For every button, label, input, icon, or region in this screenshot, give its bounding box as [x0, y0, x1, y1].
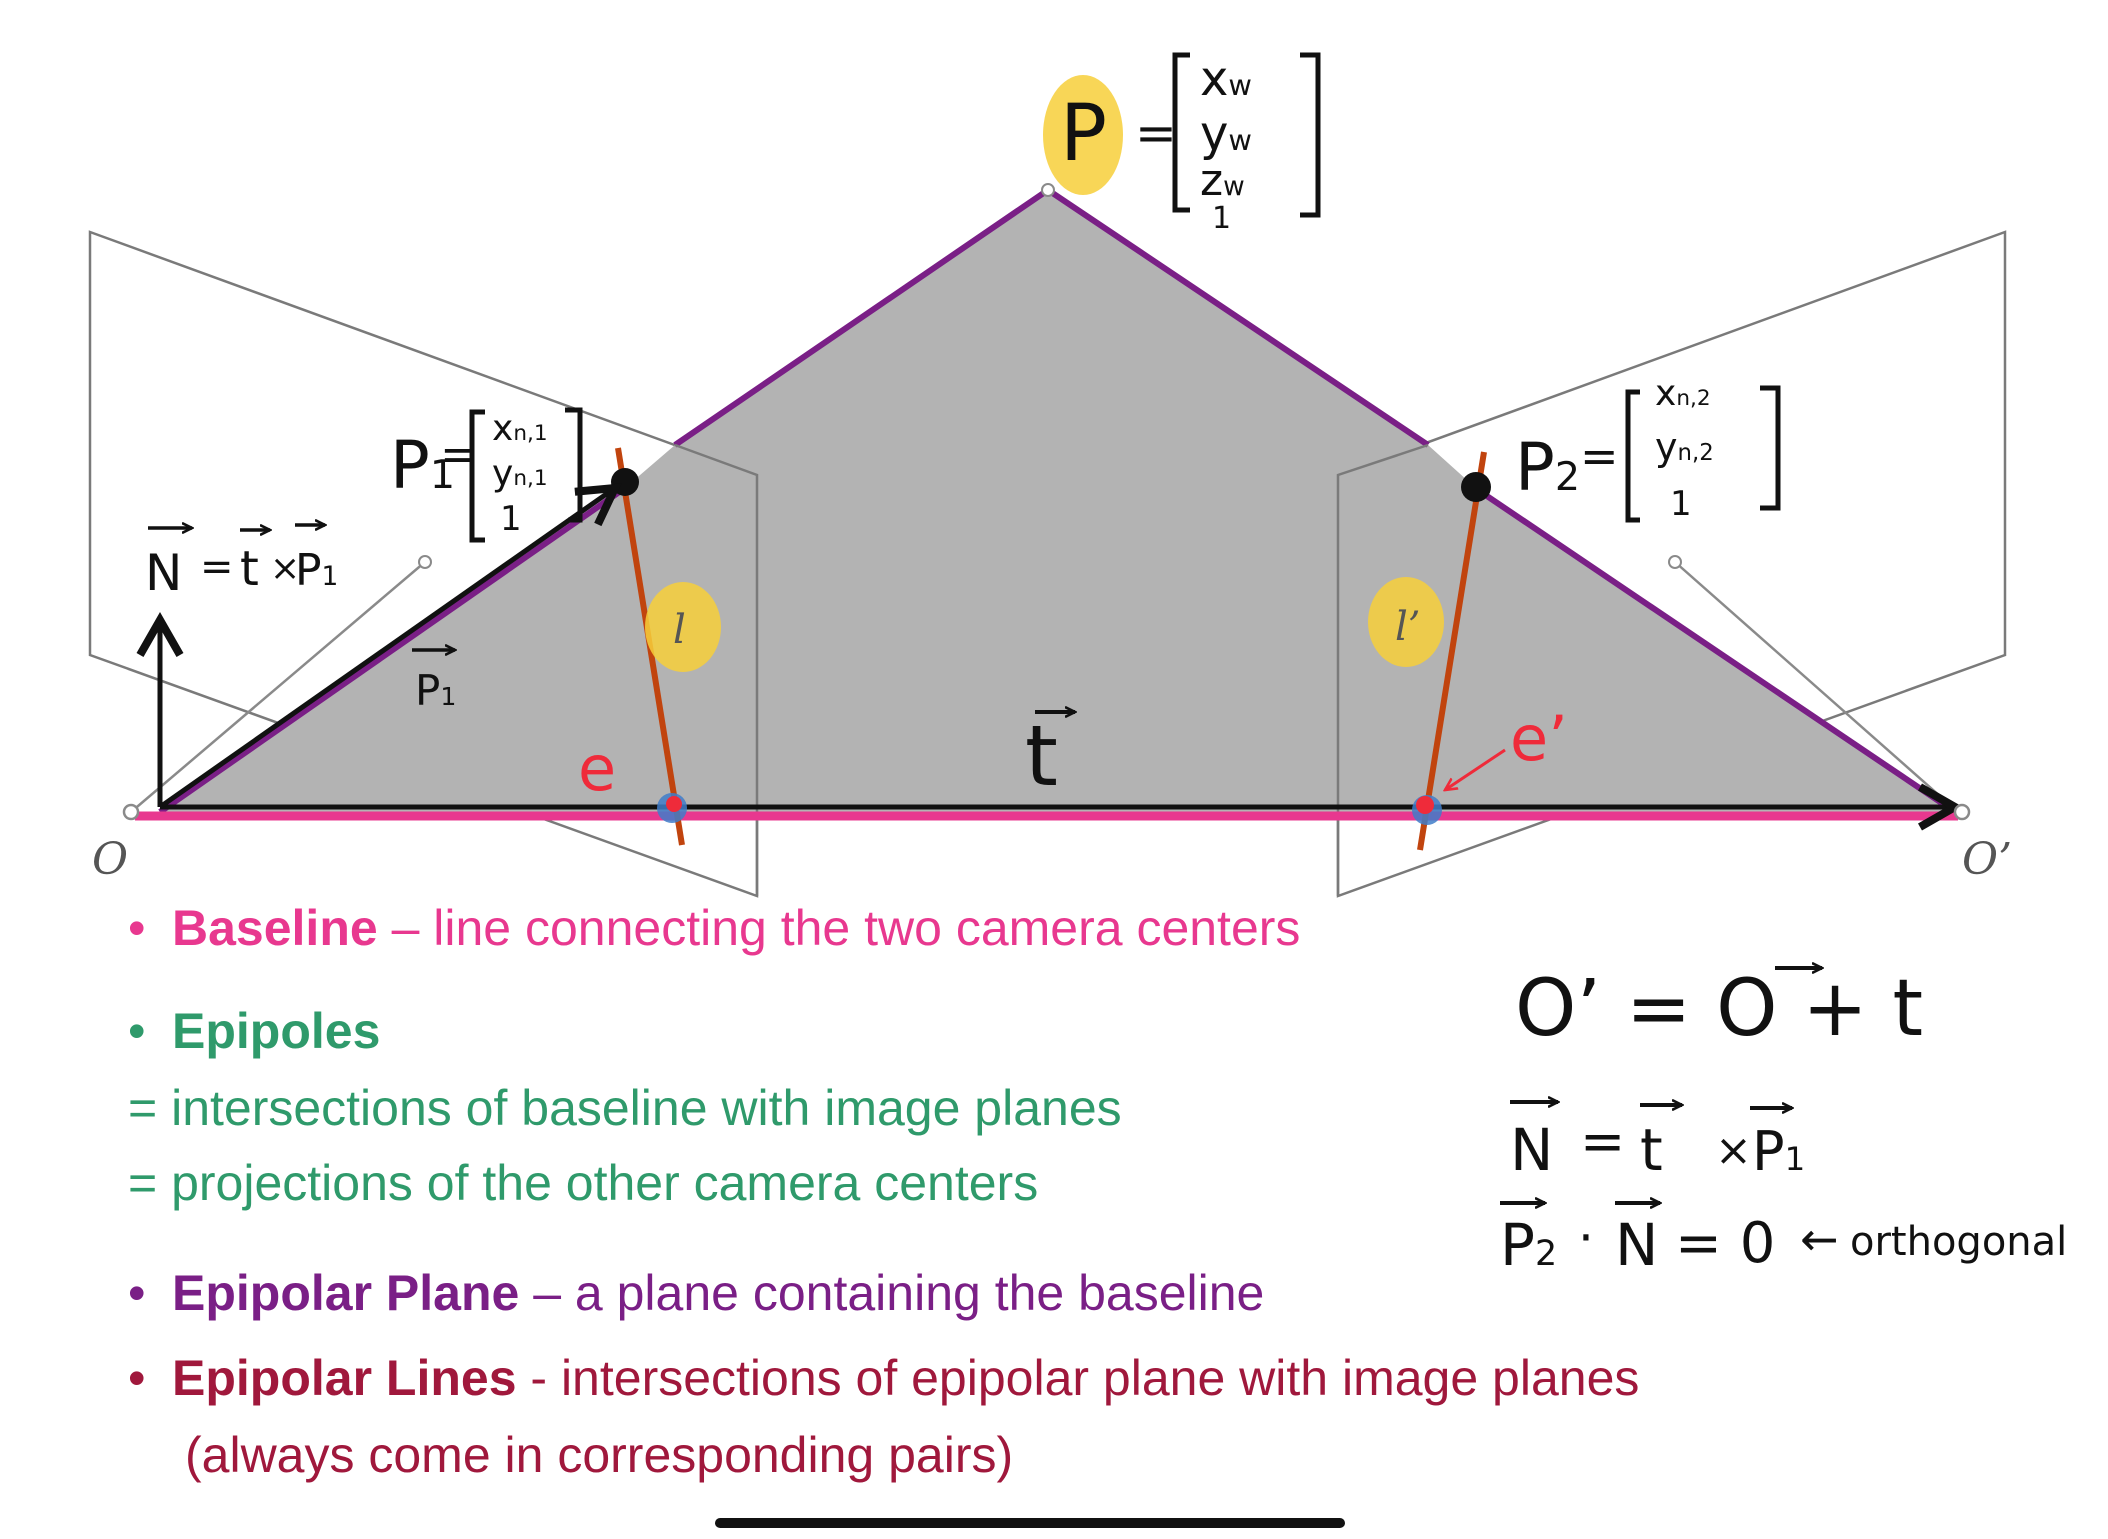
- matrix-P1-y: yn,1: [492, 453, 548, 494]
- matrix-P1-x: xn,1: [492, 408, 548, 449]
- epipole-right: [1416, 796, 1434, 814]
- matrix-P1-left-bracket: [469, 409, 485, 543]
- arrow-e-prime: [1445, 748, 1506, 790]
- svg-text:P1: P1: [415, 666, 456, 715]
- epipolar-line-right: [1417, 451, 1487, 851]
- svg-text:t: t: [1640, 1116, 1663, 1184]
- svg-text:P2: P2: [1500, 1211, 1557, 1279]
- svg-text:orthogonal: orthogonal: [1850, 1219, 2067, 1265]
- right-principal-point: [1668, 555, 1682, 569]
- highlight-l-prime: [1368, 577, 1444, 667]
- point-p1: [611, 468, 639, 496]
- svg-text:Baseline – line connecting the: Baseline – line connecting the two camer…: [172, 900, 1300, 956]
- svg-text:t: t: [240, 541, 259, 597]
- matrix-P-one: 1: [1212, 201, 1231, 236]
- matrix-P2-y: yn,2: [1655, 425, 1714, 469]
- label-p1-arrow: P1: [412, 650, 456, 715]
- p1-vector: [158, 483, 622, 810]
- left-principal-ray: [130, 561, 426, 813]
- note-orthogonal: P2 · N = 0 ← orthogonal: [1500, 1203, 2067, 1279]
- bullet-epipolar-lines: • Epipolar Lines - intersections of epip…: [128, 1350, 1639, 1483]
- camera-center-left: [122, 803, 140, 821]
- svg-text:·: ·: [1578, 1209, 1594, 1267]
- matrix-P-right-bracket: [1300, 52, 1321, 218]
- highlight-l: [645, 582, 721, 672]
- note-o-prime: O’ = O + t: [1515, 964, 1923, 1054]
- svg-text:t: t: [1025, 707, 1058, 805]
- right-image-plane-frame: [1336, 443, 1429, 896]
- matrix-P-left-bracket: [1172, 52, 1190, 213]
- bullet-epipolar-plane: • Epipolar Plane – a plane containing th…: [128, 1265, 1264, 1321]
- svg-text:P1: P1: [1752, 1120, 1805, 1183]
- epipolar-plane: [160, 190, 1955, 812]
- matrix-P2-x: xn,2: [1655, 373, 1711, 414]
- svg-text:•: •: [128, 900, 146, 956]
- left-image-plane-frame: [674, 443, 759, 896]
- matrix-P2-one: 1: [1670, 484, 1692, 524]
- label-P-eq: =: [1135, 104, 1177, 162]
- label-t: t: [1025, 707, 1075, 805]
- label-P1: P1: [390, 427, 455, 504]
- highlight-P: [1043, 75, 1123, 195]
- label-O-prime: O’: [1962, 834, 2012, 885]
- svg-text:Epipolar Plane – a plane conta: Epipolar Plane – a plane containing the …: [172, 1265, 1264, 1321]
- matrix-P2-right-bracket: [1760, 385, 1781, 511]
- left-principal-point: [418, 555, 432, 569]
- point-p2: [1461, 472, 1491, 502]
- matrix-P1-one: 1: [500, 499, 522, 539]
- matrix-P-z: zw: [1200, 155, 1245, 206]
- svg-text:Epipolar Lines - intersections: Epipolar Lines - intersections of epipol…: [172, 1350, 1639, 1406]
- label-P: P: [1060, 89, 1107, 179]
- svg-text:N: N: [145, 544, 182, 602]
- svg-text:=: =: [200, 544, 234, 590]
- svg-text:O’ = O + t: O’ = O + t: [1515, 964, 1923, 1054]
- epipolar-plane-edge-left: [158, 485, 627, 815]
- label-P2-eq: =: [1580, 429, 1619, 483]
- note-n-equation: N = t × P1: [1510, 1102, 1805, 1184]
- label-l-prime: l’: [1395, 604, 1421, 650]
- epipolar-plane-edge-right: [1476, 487, 1957, 815]
- matrix-P2-left-bracket: [1625, 389, 1640, 523]
- svg-text:N: N: [1510, 1116, 1553, 1184]
- label-P2: P2: [1515, 429, 1580, 506]
- label-e-prime: e’: [1510, 702, 1568, 775]
- svg-text:•: •: [128, 1003, 146, 1059]
- label-l: l: [673, 607, 686, 653]
- svg-text:N: N: [1615, 1211, 1658, 1279]
- svg-text:•: •: [128, 1350, 146, 1406]
- matrix-P1-right-bracket: [565, 407, 583, 523]
- svg-text:×: ×: [270, 548, 300, 589]
- bullet-baseline: • Baseline – line connecting the two cam…: [128, 900, 1300, 956]
- svg-text:P1: P1: [295, 545, 338, 596]
- svg-text:(always come in corresponding: (always come in corresponding pairs): [185, 1427, 1013, 1483]
- svg-text:= intersections of baseline wi: = intersections of baseline with image p…: [128, 1080, 1122, 1136]
- svg-text:×: ×: [1715, 1125, 1752, 1176]
- home-indicator[interactable]: [715, 1518, 1345, 1528]
- svg-text:=: =: [1580, 1110, 1625, 1173]
- matrix-P-y: yw: [1200, 106, 1252, 162]
- epipole-left: [666, 796, 682, 812]
- label-e: e: [578, 732, 616, 805]
- equation-N-left: N = t × P1: [145, 525, 338, 602]
- camera-center-right: [1953, 803, 1971, 821]
- point-P: [1041, 183, 1055, 197]
- svg-text:Epipoles: Epipoles: [172, 1003, 380, 1059]
- right-principal-ray: [1674, 561, 1959, 813]
- bullet-epipoles: • Epipoles = intersections of baseline w…: [128, 1003, 1122, 1211]
- svg-text:•: •: [128, 1265, 146, 1321]
- matrix-P-x: xw: [1200, 51, 1252, 107]
- svg-text:= projections of the other cam: = projections of the other camera center…: [128, 1155, 1038, 1211]
- svg-text:= 0: = 0: [1675, 1211, 1775, 1276]
- label-O: O: [92, 834, 128, 885]
- svg-text:←: ←: [1800, 1212, 1839, 1266]
